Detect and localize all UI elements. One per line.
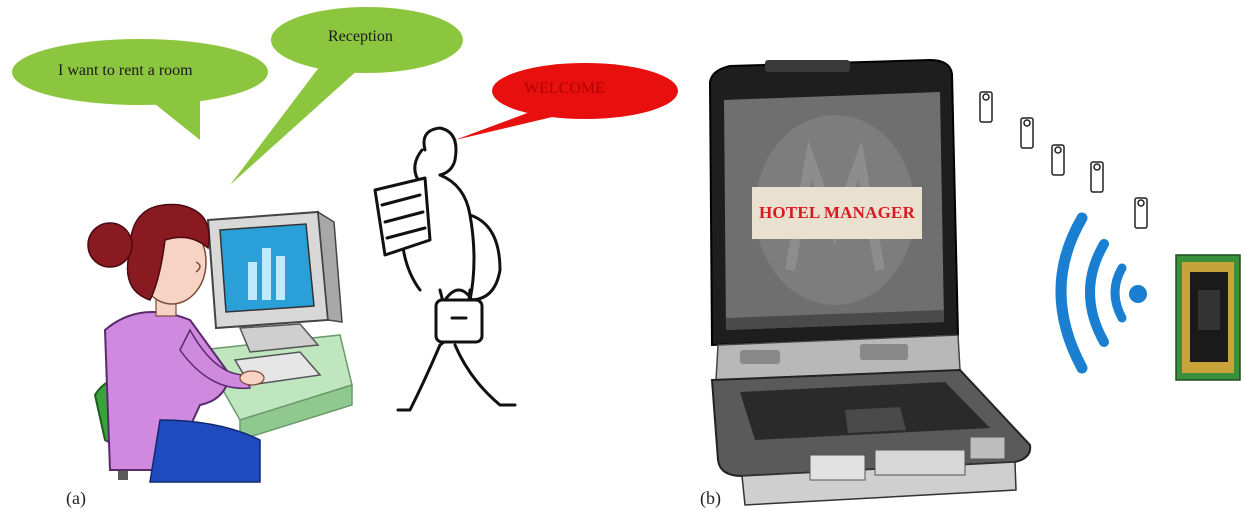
tag-icon <box>1052 145 1064 175</box>
wireless-signal-icon <box>1061 218 1147 368</box>
tag-icon <box>1021 118 1033 148</box>
rfid-tag-icons <box>980 92 1147 228</box>
tag-icon <box>1135 198 1147 228</box>
panel-label-b: (b) <box>700 488 721 509</box>
speech-bubble-left <box>12 39 268 140</box>
panel-label-a: (a) <box>66 488 86 509</box>
tag-icon <box>980 92 992 122</box>
bubble-text-welcome: WELCOME <box>524 80 605 98</box>
bubble-text-rent-room: I want to rent a room <box>58 62 193 80</box>
laptop-illustration <box>710 60 1030 505</box>
hotel-manager-screen-title: HOTEL MANAGER <box>752 187 922 239</box>
receptionist-illustration <box>88 205 352 482</box>
rfid-reader-board <box>1176 255 1240 380</box>
tag-icon <box>1091 162 1103 192</box>
bubble-text-reception: Reception <box>328 28 393 46</box>
speech-bubble-welcome <box>455 63 678 140</box>
traveller-illustration <box>375 128 515 410</box>
